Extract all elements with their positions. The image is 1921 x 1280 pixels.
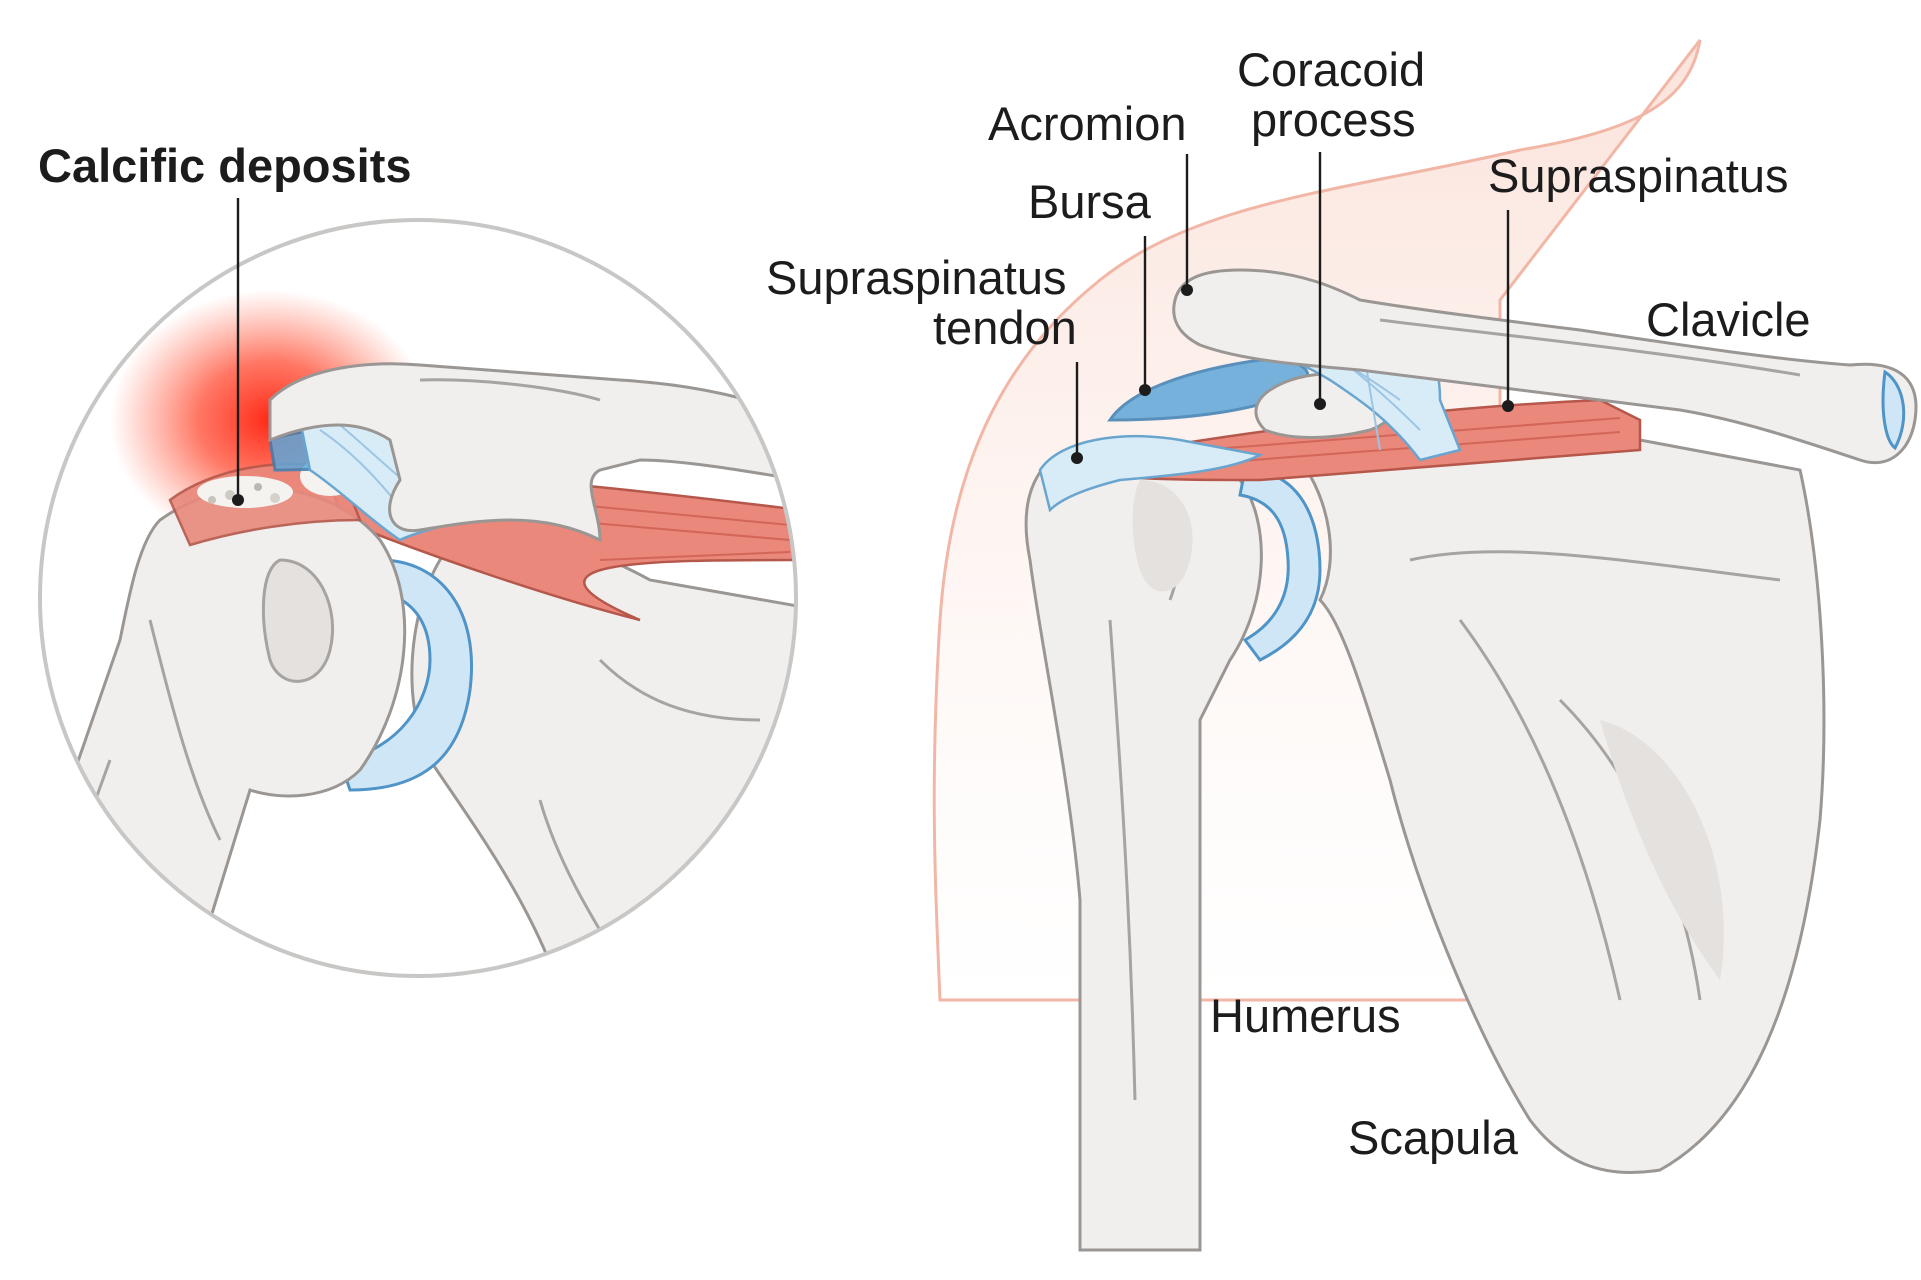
leader-dot-supraspinatus-tendon [1071, 452, 1083, 464]
label-scapula: Scapula [1348, 1111, 1519, 1164]
leader-dot-bursa [1139, 384, 1151, 396]
leader-dot-supraspinatus [1502, 400, 1514, 412]
label-supraspinatus: Supraspinatus [1488, 149, 1788, 202]
label-humerus: Humerus [1210, 989, 1401, 1042]
label-supraspinatus-tendon-line1: Supraspinatus [766, 251, 1066, 304]
label-clavicle: Clavicle [1646, 293, 1811, 346]
label-supraspinatus-tendon-line2: tendon [933, 301, 1077, 354]
leader-dot-calcific-deposits [232, 494, 244, 506]
leader-dot-coracoid [1314, 398, 1326, 410]
label-calcific-deposits: Calcific deposits [38, 139, 412, 192]
calcific-deposits-inset [30, 210, 820, 990]
label-bursa: Bursa [1028, 175, 1152, 228]
leader-dot-acromion [1181, 284, 1193, 296]
label-coracoid-line1: Coracoid [1237, 43, 1425, 96]
label-acromion: Acromion [988, 97, 1187, 150]
label-coracoid-line2: process [1251, 93, 1416, 146]
